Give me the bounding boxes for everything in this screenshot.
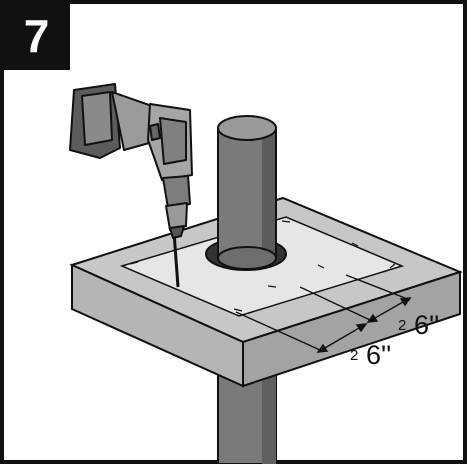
dimension-label-upper: 2 6'' bbox=[398, 310, 439, 340]
dimension-label-lower: 2 6'' bbox=[350, 340, 391, 370]
corner-marks bbox=[129, 220, 396, 312]
dim-lower-prefix: 2 bbox=[350, 347, 358, 364]
step-number-badge: 7 bbox=[3, 3, 70, 70]
pipe-upper bbox=[217, 115, 277, 270]
cordless-drill bbox=[69, 83, 193, 239]
drill-chuck bbox=[162, 175, 191, 209]
dim-lower-value: 6'' bbox=[366, 340, 391, 370]
dim-upper-prefix: 2 bbox=[398, 317, 406, 334]
pipe-top bbox=[217, 115, 277, 141]
dim-upper-value: 6'' bbox=[414, 310, 439, 340]
drill-bit bbox=[172, 231, 180, 288]
dimension-lines bbox=[235, 274, 412, 353]
